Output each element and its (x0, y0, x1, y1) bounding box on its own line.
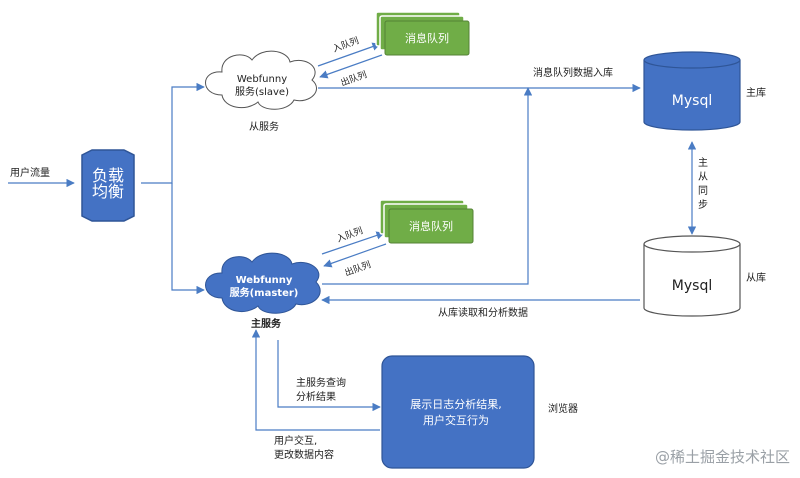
master-slave-sync-label: 主从同步 (698, 157, 708, 211)
queue-top-stack-front (384, 20, 470, 56)
mysql-master-body (643, 60, 741, 131)
mysql-slave-top (643, 235, 741, 253)
out-queue-top-label: 出队列 (339, 68, 368, 89)
queue-top-node: 消息队列 (375, 11, 470, 56)
slave-cloud-shape (205, 50, 317, 110)
lb-to-master-arrow (171, 183, 205, 295)
master-in-queue-arrow (321, 231, 385, 255)
user-interaction-arrow (251, 329, 380, 431)
master-caption: 主服务 (251, 317, 282, 330)
in-queue-top-label: 入队列 (331, 34, 360, 55)
read-analyze-label: 从库读取和分析数据 (438, 306, 528, 319)
watermark-text: @稀土掘金技术社区 (655, 448, 790, 466)
query-results-arrow (277, 340, 381, 412)
query-results-label: 主服务查询分析结果 (296, 376, 346, 403)
queue-bottom-node: 消息队列 (379, 199, 474, 244)
load-balancer-label: 负载均衡 (92, 166, 124, 201)
master-to-db-arrow (322, 87, 533, 285)
browser-box-label: 展示日志分析结果,用户交互行为 (410, 397, 502, 427)
master-cloud-shape (205, 252, 321, 314)
mysql-slave-label: Mysql (672, 278, 712, 294)
mysql-master-top (643, 51, 741, 69)
mysql-slave-body (643, 244, 741, 317)
mysql-master-label: Mysql (672, 93, 712, 109)
mysql-master-node: Mysql 主库 (643, 51, 766, 131)
lb-to-slave-arrow (141, 82, 205, 184)
master-out-queue-arrow (323, 243, 387, 268)
browser-node: 展示日志分析结果,用户交互行为 浏览器 (381, 355, 578, 469)
mysql-slave-caption: 从库 (746, 271, 766, 284)
mysql-slave-node: Mysql 从库 (643, 235, 766, 317)
user-traffic-label: 用户流量 (10, 166, 50, 179)
queue-bottom-label: 消息队列 (409, 219, 453, 233)
slave-in-queue-arrow (317, 42, 381, 67)
mysql-master-caption: 主库 (746, 86, 766, 99)
load-balancer-node: 负载均衡 (81, 149, 135, 222)
user-interaction-label: 用户交互,更改数据内容 (274, 434, 334, 461)
slave-out-queue-arrow (319, 54, 383, 79)
slave-caption: 从服务 (249, 120, 279, 133)
load-balancer-shape (81, 149, 135, 222)
queue-to-db-label: 消息队列数据入库 (533, 66, 613, 79)
browser-caption: 浏览器 (548, 402, 578, 415)
queue-top-label: 消息队列 (405, 31, 449, 45)
browser-box-shape (381, 355, 535, 469)
queue-bottom-stack-front (388, 208, 474, 244)
out-queue-bottom-label: 出队列 (343, 258, 372, 279)
